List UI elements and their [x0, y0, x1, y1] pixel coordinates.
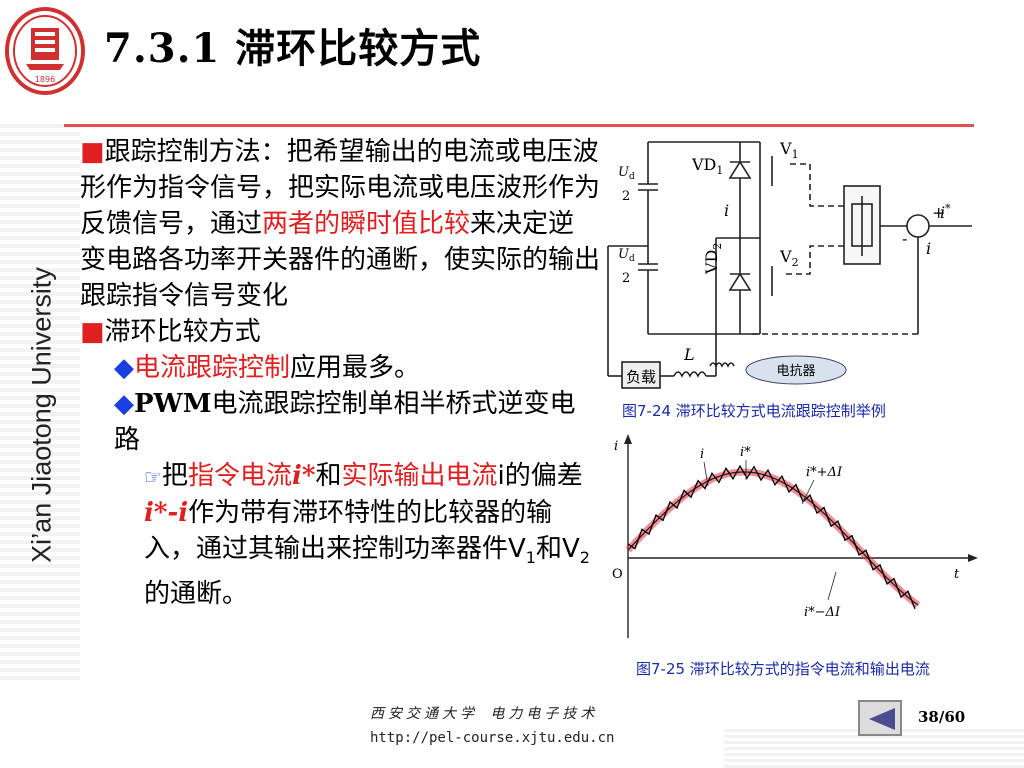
svg-text:+: +	[932, 203, 945, 222]
bullet-tracking-control: ■跟踪控制方法：把希望输出的电流或电压波形作为指令信号，把实际电流或电压波形作为…	[80, 137, 601, 311]
origin-label: O	[612, 567, 623, 582]
university-logo: 1896	[5, 7, 85, 95]
square-bullet-icon: ■	[80, 317, 105, 347]
highlight-instant-compare: 两者的瞬时值比较	[262, 209, 471, 239]
logo-year: 1896	[35, 75, 55, 84]
svg-text:i: i	[926, 239, 931, 258]
svg-text:i: i	[724, 201, 729, 220]
footer: 西安交通大学 电力电子技术 http://pel-course.xjtu.edu…	[370, 702, 614, 750]
course-url[interactable]: http://pel-course.xjtu.edu.cn	[370, 730, 615, 746]
square-bullet-icon: ■	[80, 137, 105, 167]
diamond-bullet-icon: ◆	[114, 353, 134, 383]
half-bridge-circuit-diagram: Ud 2 Ud 2 VD1 V1 V2 i VD2 + i* - i 负载 L …	[607, 139, 972, 389]
title-divider	[64, 124, 974, 127]
label-upper-band: i*+ΔI	[806, 465, 843, 480]
bullet-hysteresis: ■滞环比较方式	[80, 317, 261, 347]
svg-text:VD1: VD1	[691, 155, 723, 177]
slide-title: 7.3.1 滞环比较方式	[104, 25, 482, 72]
label-i: i	[700, 447, 704, 462]
svg-text:Ud: Ud	[618, 165, 635, 182]
sub-sub-bullet-deviation: ☞把指令电流i*和实际输出电流i的偏差i*-i作为带有滞环特性的比较器的输入，通…	[144, 461, 590, 610]
figure-7-24-caption: 图7-24 滞环比较方式电流跟踪控制举例	[622, 402, 886, 420]
diamond-bullet-icon: ◆	[114, 389, 134, 419]
university-name-text: Xi’an Jiaotong University	[26, 267, 57, 563]
svg-text:Ud: Ud	[618, 247, 635, 264]
hysteresis-waveform-chart: i t O i i* i*+ΔI i*−ΔI	[612, 434, 978, 638]
svg-text:VD2: VD2	[702, 243, 724, 275]
svg-text:L: L	[683, 345, 695, 364]
sub-bullet-current-tracking: ◆电流跟踪控制应用最多。	[114, 353, 421, 383]
sub-bullet-pwm: ◆PWM电流跟踪控制单相半桥式逆变电路	[114, 389, 576, 455]
university-name-vertical: Xi’an Jiaotong University	[22, 250, 62, 580]
previous-slide-button[interactable]	[858, 700, 902, 736]
slide-body: ■跟踪控制方法：把希望输出的电流或电压波形作为指令信号，把实际电流或电压波形作为…	[80, 134, 600, 612]
page-number: 38/60	[918, 708, 966, 726]
svg-text:V2: V2	[779, 247, 799, 269]
load-label: 负载	[626, 368, 656, 386]
x-axis-label: t	[954, 567, 960, 582]
svg-text:-: -	[902, 229, 907, 248]
svg-text:2: 2	[622, 189, 630, 204]
label-istar: i*	[740, 445, 751, 460]
pointing-hand-icon: ☞	[144, 465, 162, 489]
course-name: 西安交通大学 电力电子技术	[370, 706, 599, 722]
reactor-callout: 电抗器	[776, 364, 815, 379]
background-stripes-left	[0, 120, 80, 680]
label-lower-band: i*−ΔI	[804, 605, 841, 620]
svg-text:2: 2	[622, 271, 630, 286]
highlight-current-tracking: 电流跟踪控制	[134, 353, 291, 383]
svg-text:i*: i*	[940, 202, 951, 222]
figure-7-25-caption: 图7-25 滞环比较方式的指令电流和输出电流	[636, 660, 930, 678]
svg-text:V1: V1	[779, 139, 799, 161]
y-axis-label: i	[614, 439, 618, 454]
